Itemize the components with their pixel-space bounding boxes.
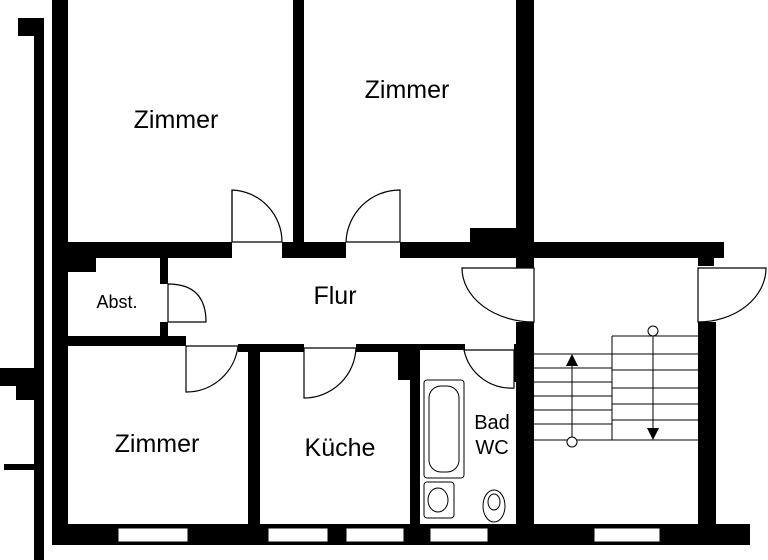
wall-stair-top-post [698, 242, 714, 266]
room-label-abst: Abst. [96, 292, 137, 312]
wall-left-notch-mid2 [16, 386, 44, 400]
wall-bad-stair [516, 322, 534, 532]
wall-left-facade [34, 18, 44, 560]
wall-flur-bottom-c [356, 344, 410, 352]
stair-start-circle-2 [647, 325, 659, 337]
wall-flur-bottom-b [238, 344, 304, 352]
wall-flur-top-c [400, 242, 524, 258]
room-label-zimmer-top-left: Zimmer [134, 106, 219, 134]
toilet-bowl [487, 493, 501, 511]
wall-kueche-bad [410, 344, 420, 530]
wall-abst-top [68, 258, 96, 272]
wall-flur-bottom-d [410, 344, 465, 350]
arrow-down-icon [647, 428, 659, 440]
window-kueche-b [345, 527, 405, 543]
door-zimmer-top-left [231, 189, 283, 243]
room-label-wc: WC [475, 437, 508, 459]
room-label-kueche: Küche [305, 434, 376, 462]
wall-stair-right [698, 322, 716, 532]
room-label-bad: Bad [474, 412, 510, 434]
staircase [534, 325, 698, 448]
wall-left-notch-mid [0, 368, 44, 386]
windows [117, 527, 661, 543]
door-zimmer-bottom-left [185, 345, 239, 393]
wall-flur-bottom-a [68, 336, 186, 346]
room-label-flur: Flur [313, 282, 356, 310]
door-zimmer-top-right [345, 189, 401, 243]
door-stair-right [697, 267, 767, 323]
door-abst [167, 283, 207, 323]
wall-flur-top-a [68, 242, 232, 258]
wall-left-outer [52, 0, 68, 545]
door-stair-left [461, 267, 535, 323]
wall-zimmer-kueche [248, 346, 260, 530]
stair-start-circle [566, 436, 578, 448]
wall-flur-top-step [470, 228, 516, 244]
arrow-up-icon [566, 354, 578, 366]
window-zimmer-bottom [117, 527, 189, 543]
doors [167, 189, 767, 399]
bathtub-inner [428, 385, 460, 473]
wall-flur-top-b [282, 242, 346, 258]
bath-fixtures [423, 379, 506, 523]
door-bad [463, 349, 515, 389]
wall-top-right [516, 0, 534, 270]
room-label-zimmer-bottom-left: Zimmer [115, 430, 200, 458]
door-kueche [303, 347, 357, 399]
wall-left-notch-top [18, 18, 44, 36]
window-bad [429, 527, 489, 543]
wall-abst-right-bottom [160, 322, 168, 346]
wall-abst-right-top [160, 258, 168, 284]
wall-left-notch-low [4, 464, 44, 470]
wall-top-divider [293, 0, 304, 243]
window-kueche-a [267, 527, 329, 543]
window-stair [593, 527, 661, 543]
wall-stair-top [534, 242, 724, 258]
room-label-zimmer-top-right: Zimmer [365, 76, 450, 104]
washbasin-bowl [427, 487, 449, 513]
